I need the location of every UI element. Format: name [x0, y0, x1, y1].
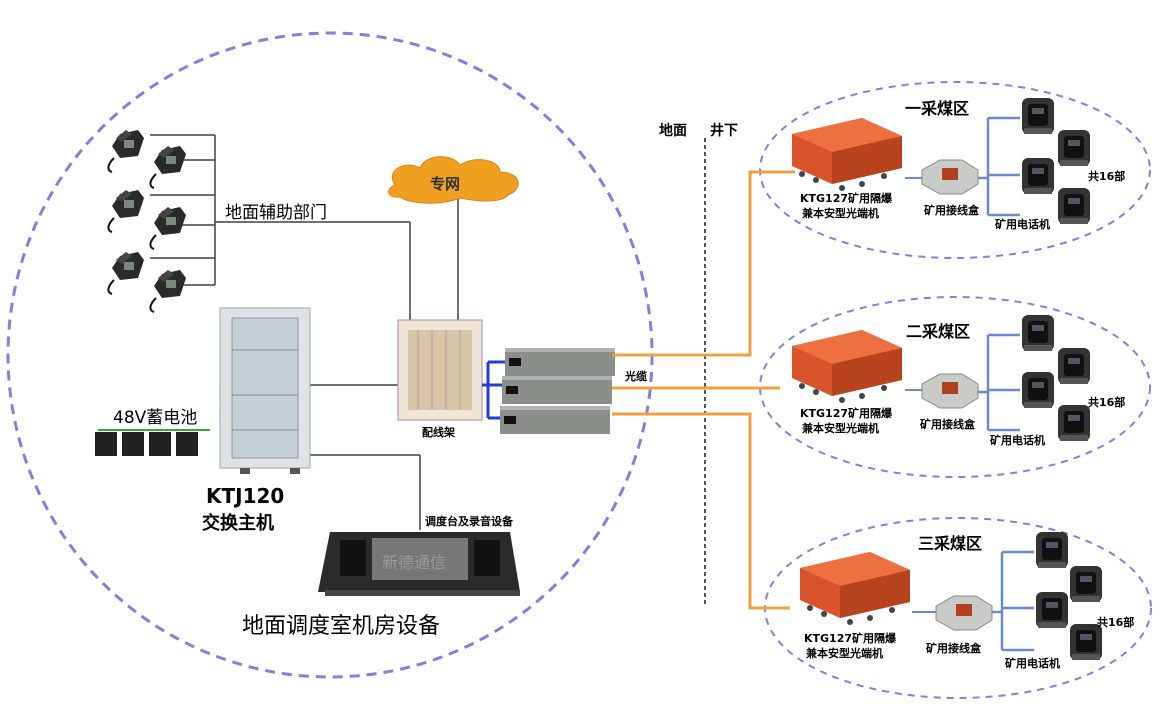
- ground-label: 地面: [659, 123, 687, 139]
- dispatch-console: [318, 532, 520, 596]
- console-screen-text: 新德通信: [382, 553, 447, 572]
- zone-3-terminal: KTG127矿用隔爆: [804, 632, 897, 645]
- zone-ellipse-1: [759, 81, 1151, 259]
- switch-host-label: 交换主机: [202, 513, 274, 534]
- zone-2-terminal: KTG127矿用隔爆: [800, 407, 893, 420]
- zone-3-title: 三采煤区: [918, 534, 983, 553]
- zone-1-title: 一采煤区: [905, 99, 970, 118]
- zone-ellipse-2: [759, 296, 1151, 478]
- zone-1-junction: 矿用接线盒: [924, 204, 979, 217]
- zone-1-phones: 矿用电话机: [995, 218, 1050, 231]
- zone-3-phones: 矿用电话机: [1005, 657, 1060, 670]
- zone-2-junction: 矿用接线盒: [920, 418, 975, 431]
- private-network-cloud: [388, 156, 519, 204]
- surface-dept-label: 地面辅助部门: [225, 203, 327, 223]
- ktj120-label: KTJ120: [206, 484, 285, 508]
- fiber-cables: [612, 170, 795, 610]
- ktj120-cabinet: [219, 307, 311, 474]
- zone-2-terminal2: 兼本安型光端机: [802, 422, 879, 435]
- patch-frame-device: [397, 319, 483, 421]
- zone-1-terminal2: 兼本安型光端机: [802, 207, 879, 220]
- patch-frame-label: 配线架: [422, 426, 455, 439]
- zone-3-count: 共16部: [1097, 616, 1135, 629]
- zone-1-terminal: KTG127矿用隔爆: [800, 192, 893, 205]
- battery-pack: [95, 429, 210, 456]
- zone-3-junction: 矿用接线盒: [926, 642, 981, 655]
- fiber-label: 光缆: [625, 370, 647, 383]
- zone-1-count: 共16部: [1088, 170, 1126, 183]
- battery-label: 48V蓄电池: [113, 408, 198, 428]
- zone-2-count: 共16部: [1088, 396, 1126, 409]
- zone-2-title: 二采煤区: [906, 322, 971, 341]
- private-net-label: 专网: [430, 175, 461, 193]
- dispatch-label: 调度台及录音设备: [425, 515, 513, 528]
- zone-2-phones: 矿用电话机: [990, 434, 1045, 447]
- zone-3-terminal2: 兼本安型光端机: [806, 647, 883, 660]
- room-label: 地面调度室机房设备: [242, 614, 441, 639]
- underground-label: 井下: [710, 123, 738, 139]
